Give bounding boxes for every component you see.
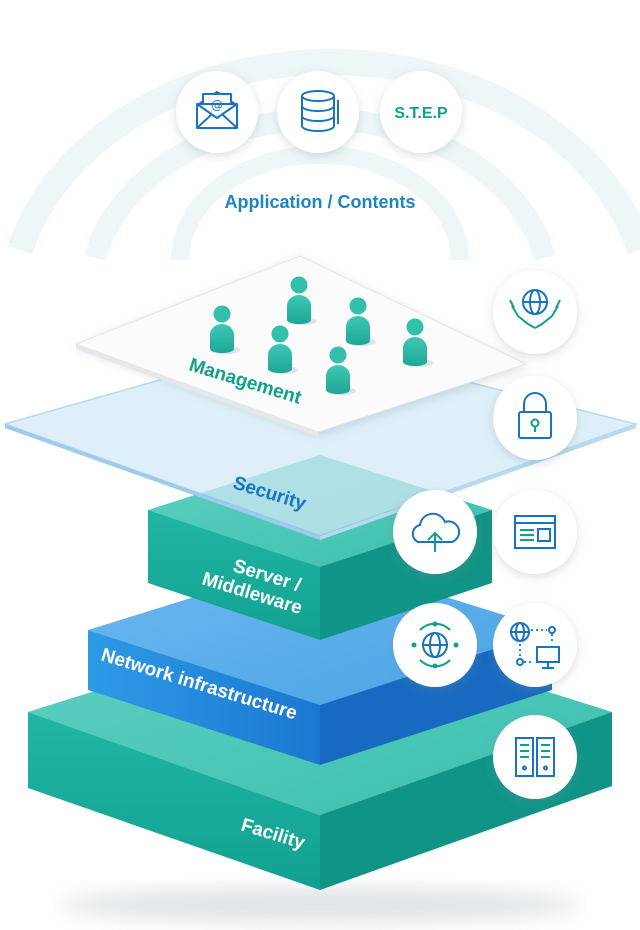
person-figure [346, 297, 376, 346]
globe-hands-icon [493, 270, 577, 354]
management-layer [74, 255, 528, 437]
browser-window-icon [493, 490, 577, 574]
server-rack-icon [493, 715, 577, 799]
padlock-icon [493, 376, 577, 460]
application-title: Application / Contents [225, 192, 416, 212]
person-figure [268, 325, 298, 374]
step-badge [380, 71, 462, 153]
person-figure [326, 346, 356, 395]
globe-orbit-icon [393, 603, 477, 687]
person-figure [403, 318, 433, 367]
email-icon-glyph: @ [196, 91, 238, 129]
cloud-upload-icon [393, 490, 477, 574]
step-label: S.T.E.P [394, 105, 448, 122]
person-figure [287, 276, 317, 325]
database-icon-glyph [301, 90, 339, 132]
network-topology-icon [493, 603, 577, 687]
person-figure [210, 305, 240, 354]
svg-text:@: @ [211, 98, 223, 112]
people-group [210, 276, 433, 395]
